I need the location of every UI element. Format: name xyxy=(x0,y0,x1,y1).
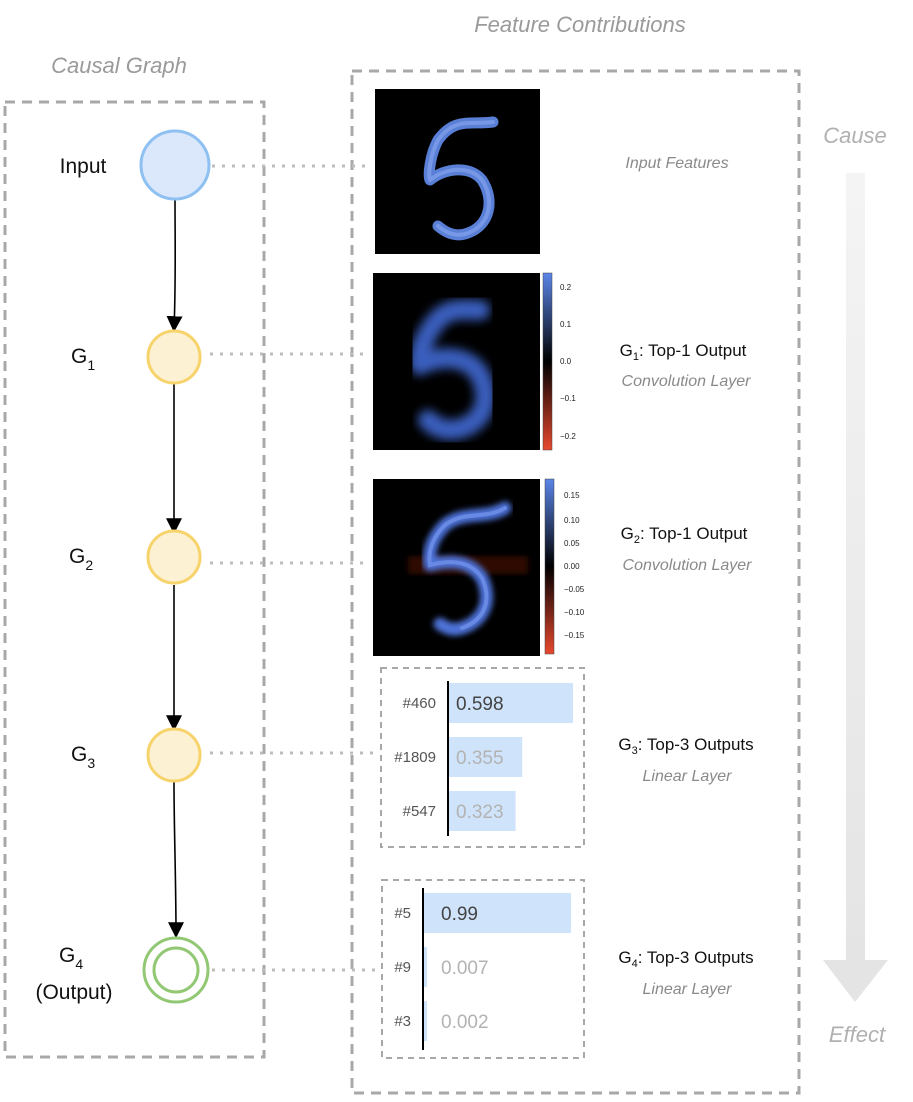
g2-caption-layer: Convolution Layer xyxy=(623,557,753,574)
g3-caption-prefix: G xyxy=(618,735,631,754)
node-g4-sub: 4 xyxy=(75,956,83,972)
svg-text:G1: Top-1 Output: G1: Top-1 Output xyxy=(620,341,747,363)
svg-text:G3: Top-3 Outputs: G3: Top-3 Outputs xyxy=(618,735,753,757)
g1-colorbar: 0.2 0.1 0.0 −0.1 −0.2 xyxy=(542,272,576,451)
g3-bar-id: #460 xyxy=(403,695,436,712)
g2-caption-main: : Top-1 Output xyxy=(640,524,748,543)
svg-text:G2: Top-1 Output: G2: Top-1 Output xyxy=(621,524,748,546)
svg-text:G3: G3 xyxy=(71,743,95,771)
node-g3[interactable]: G3 xyxy=(71,727,202,783)
g4-bar-value: 0.002 xyxy=(441,1012,489,1033)
node-g1-sub: 1 xyxy=(87,357,95,373)
g2-colorbar-tick: −0.10 xyxy=(564,608,585,617)
g3-caption-sub: 3 xyxy=(632,745,638,757)
g4-bar-id: #5 xyxy=(394,905,411,922)
g4-caption-layer: Linear Layer xyxy=(643,981,733,998)
g4-bar-value: 0.007 xyxy=(441,958,489,979)
g1-caption-prefix: G xyxy=(620,341,633,360)
g2-caption-prefix: G xyxy=(621,524,634,543)
svg-text:G4: Top-3 Outputs: G4: Top-3 Outputs xyxy=(618,948,753,970)
effect-label: Effect xyxy=(829,1022,886,1047)
node-g4-label: G xyxy=(59,944,75,967)
dotted-connectors xyxy=(210,164,380,972)
g4-caption-sub: 4 xyxy=(632,958,638,970)
g4-bar xyxy=(423,1001,427,1041)
g4-bar xyxy=(423,947,427,987)
cause-label: Cause xyxy=(823,123,887,148)
node-g4-output-label: (Output) xyxy=(35,981,112,1004)
g2-colorbar-tick: 0.00 xyxy=(564,562,580,571)
g4-bar-id: #9 xyxy=(394,959,411,976)
g4-bar-chart: #5 0.99 #9 0.007 #3 0.002 xyxy=(394,893,571,1041)
node-input[interactable]: Input xyxy=(60,129,211,201)
g3-bar-box xyxy=(380,667,585,848)
node-g1[interactable]: G1 xyxy=(71,329,202,385)
g2-caption-sub: 2 xyxy=(634,534,640,546)
node-input-circle[interactable] xyxy=(139,129,211,201)
svg-text:G2: G2 xyxy=(69,545,93,573)
g3-bar-value: 0.323 xyxy=(456,802,504,823)
g3-bar-id: #547 xyxy=(403,803,436,820)
feature-contributions-title: Feature Contributions xyxy=(474,12,686,37)
g1-caption-sub: 1 xyxy=(633,351,639,363)
node-input-label: Input xyxy=(60,155,107,178)
g1-colorbar-tick: 0.2 xyxy=(560,283,572,292)
node-g4-inner-circle xyxy=(152,946,200,994)
g4-caption-main: : Top-3 Outputs xyxy=(638,948,754,967)
g2-colorbar-tick: −0.05 xyxy=(564,585,585,594)
g1-colorbar-tick: −0.1 xyxy=(560,394,576,403)
causal-graph-box xyxy=(3,100,266,1059)
g2-colorbar: 0.15 0.10 0.05 0.00 −0.05 −0.10 −0.15 xyxy=(544,478,585,655)
g4-caption-prefix: G xyxy=(618,948,631,967)
g1-caption-layer: Convolution Layer xyxy=(622,373,752,390)
g2-colorbar-tick: 0.15 xyxy=(564,491,580,500)
node-g2[interactable]: G2 xyxy=(69,529,202,585)
g1-colorbar-tick: 0.1 xyxy=(560,320,572,329)
node-g2-circle[interactable] xyxy=(146,529,202,585)
g2-colorbar-tick: −0.15 xyxy=(564,631,585,640)
g3-bar-value: 0.598 xyxy=(456,694,504,715)
input-features-image xyxy=(375,89,540,254)
g3-bar xyxy=(448,683,573,723)
g3-bar-value: 0.355 xyxy=(456,748,504,769)
graph-edges xyxy=(166,197,184,939)
node-g3-label: G xyxy=(71,743,87,766)
feature-contributions-box xyxy=(350,69,801,1095)
cause-effect-arrow xyxy=(823,173,888,1002)
g3-caption-layer: Linear Layer xyxy=(643,768,733,785)
svg-text:G4: G4 xyxy=(59,944,83,972)
node-g3-circle[interactable] xyxy=(146,727,202,783)
g2-colorbar-tick: 0.10 xyxy=(564,516,580,525)
g1-heatmap xyxy=(373,273,540,450)
g4-bar-value: 0.99 xyxy=(441,904,478,925)
g2-colorbar-tick: 0.05 xyxy=(564,539,580,548)
g3-bar-id: #1809 xyxy=(394,749,436,766)
node-g3-sub: 3 xyxy=(87,755,95,771)
svg-text:G1: G1 xyxy=(71,345,95,373)
causal-graph-title: Causal Graph xyxy=(51,53,187,78)
g1-colorbar-tick: −0.2 xyxy=(560,432,576,441)
g2-heatmap xyxy=(373,479,540,656)
g3-caption-main: : Top-3 Outputs xyxy=(638,735,754,754)
node-g1-label: G xyxy=(71,345,87,368)
g4-bar-box xyxy=(381,879,585,1059)
g4-bar xyxy=(423,893,571,933)
node-g4-output[interactable]: G4 (Output) xyxy=(35,936,210,1004)
g1-caption-main: : Top-1 Output xyxy=(639,341,747,360)
g3-bar xyxy=(448,791,516,831)
g3-bar-chart: #460 0.598 #1809 0.355 #547 0.323 xyxy=(394,683,573,831)
node-g2-label: G xyxy=(69,545,85,568)
g1-colorbar-tick: 0.0 xyxy=(560,357,572,366)
node-g1-circle[interactable] xyxy=(146,329,202,385)
input-features-caption: Input Features xyxy=(625,155,728,172)
node-g2-sub: 2 xyxy=(85,557,93,573)
g4-bar-id: #3 xyxy=(394,1013,411,1030)
g3-bar xyxy=(448,737,523,777)
